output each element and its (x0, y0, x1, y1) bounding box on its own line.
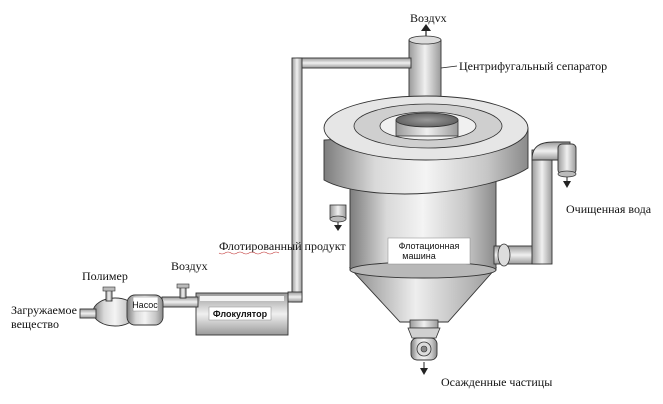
arrow-down-icon (563, 181, 571, 188)
separator-label: Центрифугальный сепаратор (459, 59, 607, 73)
return-pipe (287, 57, 412, 303)
flocculator: Флокулятор (195, 292, 289, 336)
pump-label: Насос (132, 300, 158, 310)
flotation-machine-label-line2: машина (402, 251, 435, 261)
cleaned-water-label: Очищенная вода (566, 202, 652, 216)
cleaned-water-pipe (493, 141, 577, 267)
settled-particles-label: Осажденные частицы (441, 375, 552, 389)
flocculator-label: Флокулятор (213, 309, 268, 319)
flotation-machine-label-line1: Флотационная (399, 241, 460, 251)
arrow-down-icon (334, 225, 342, 231)
arrow-up-icon (421, 24, 431, 31)
spellcheck-underline (218, 251, 280, 255)
polymer-label: Полимер (82, 269, 128, 283)
feed-label-line1: Загружаемое (11, 303, 77, 317)
feed-label-line2: вещество (11, 317, 59, 331)
air-outlet-label: Воздvx (410, 11, 447, 25)
flotation-tank: Флотационная машина (323, 95, 529, 323)
arrow-down-icon (420, 368, 428, 375)
pump-to-flocculator-pipe (161, 283, 199, 308)
pump: Насос (79, 286, 164, 327)
bottom-valve (407, 319, 441, 375)
floated-product-label: Флотированный продукт (219, 239, 346, 253)
air-inlet-label: Воздух (171, 259, 208, 273)
separator-leader-line (440, 65, 458, 69)
